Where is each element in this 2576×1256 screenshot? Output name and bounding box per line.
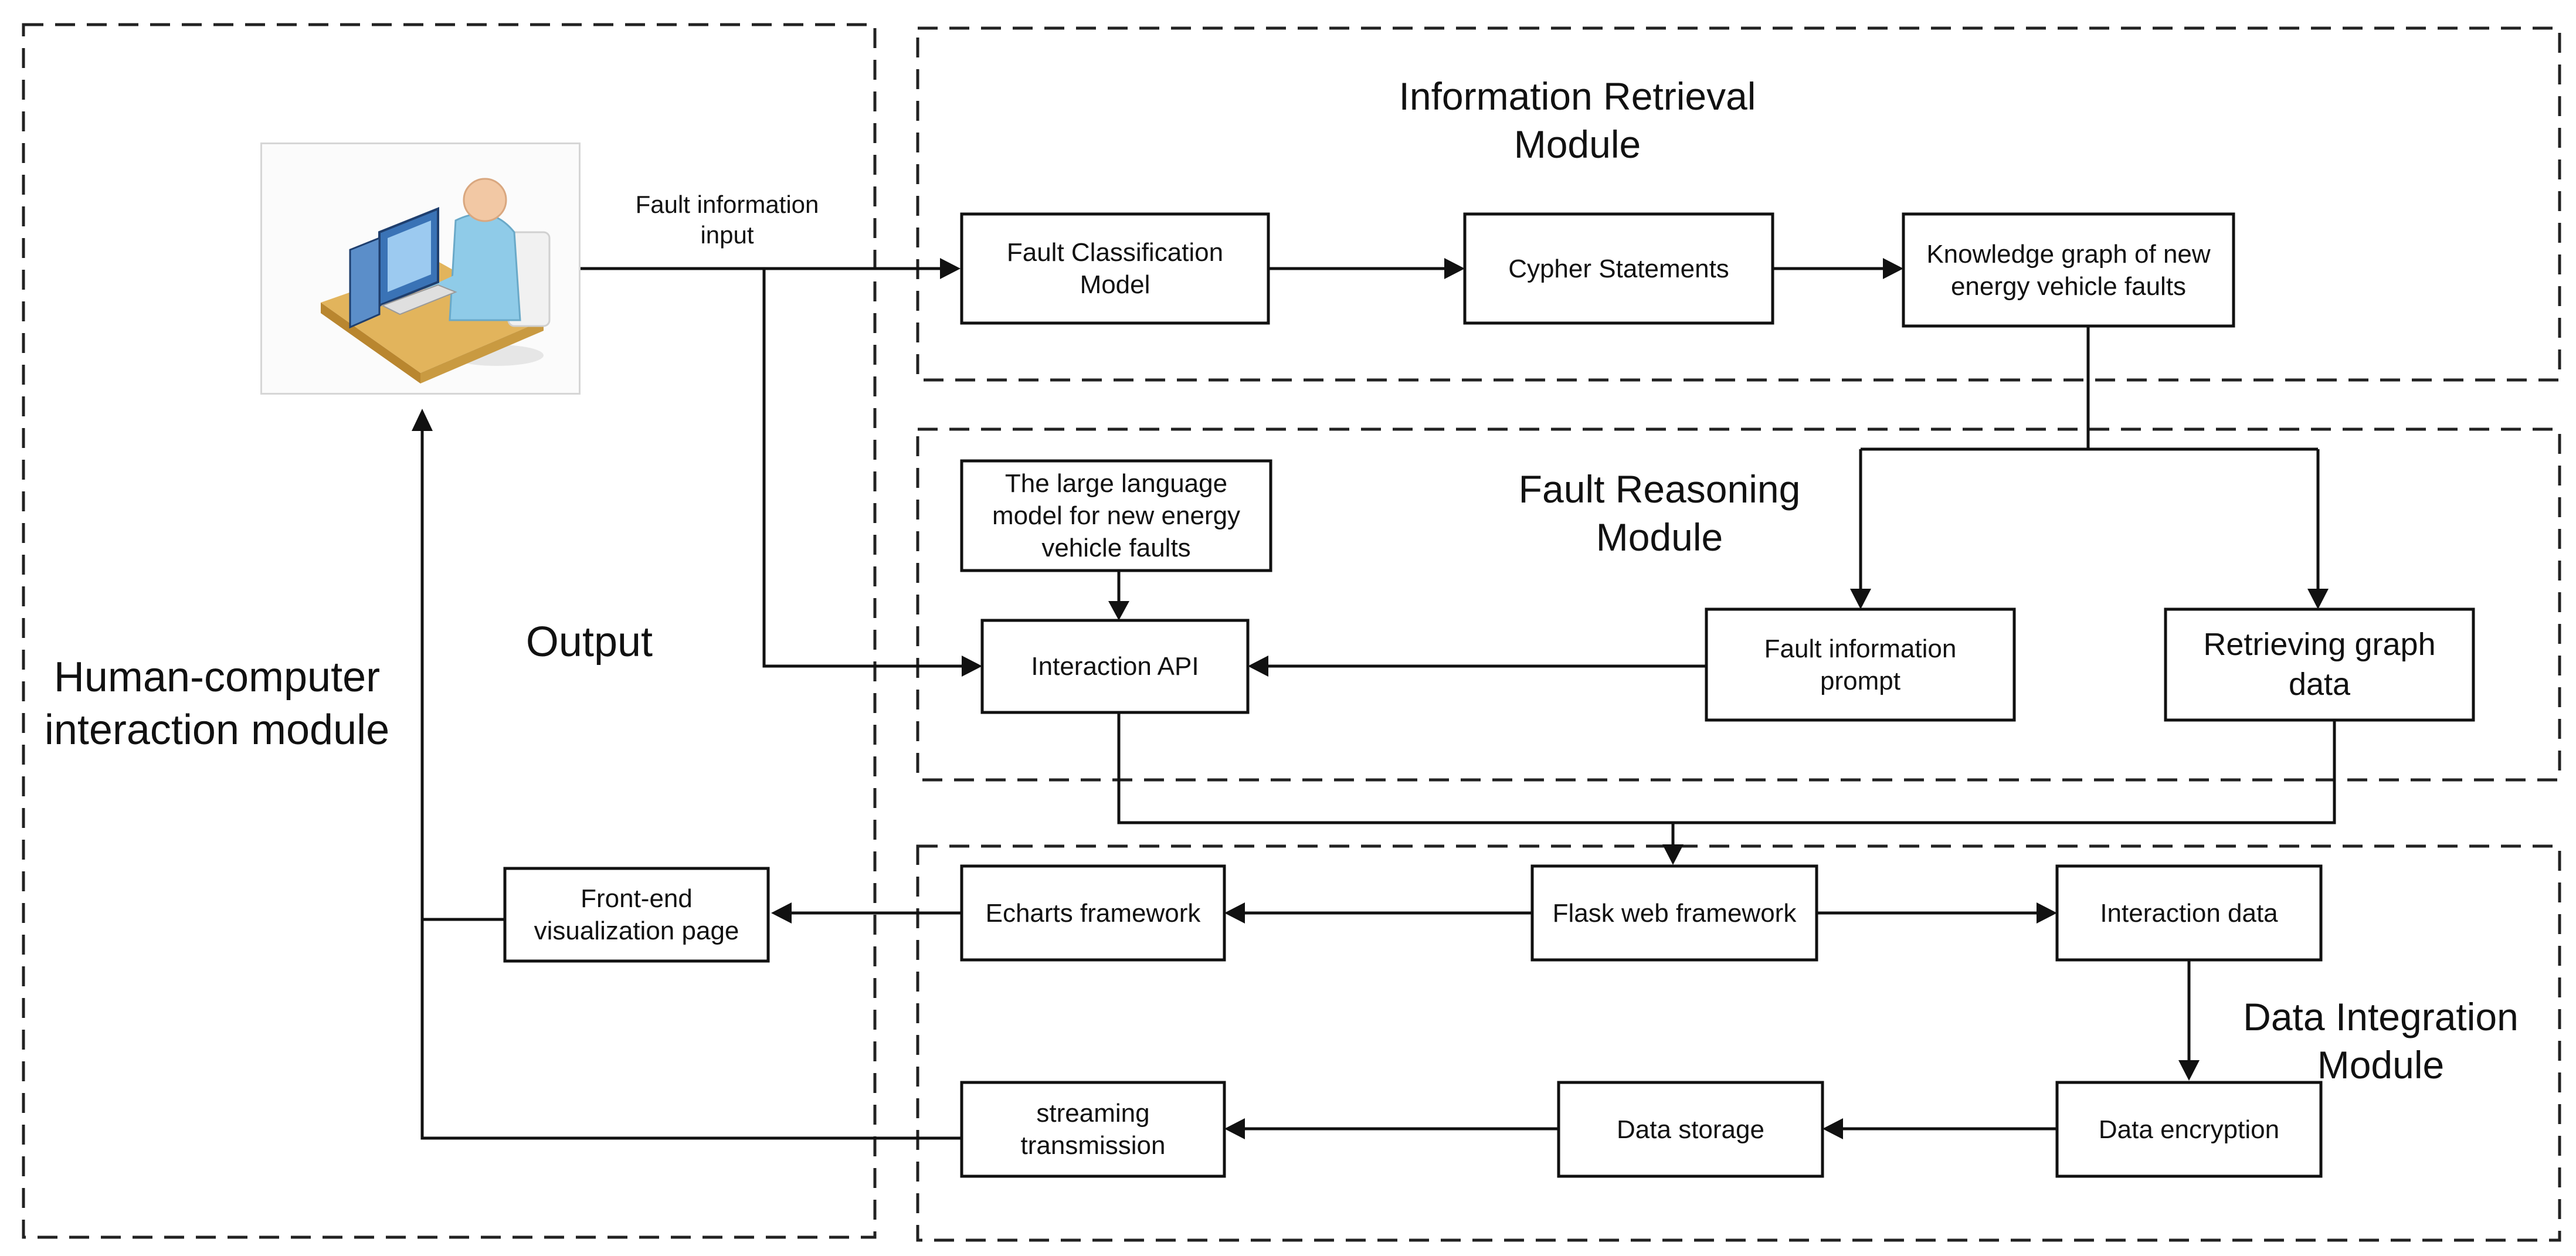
- region-fault-reasoning: [916, 427, 2561, 782]
- user-at-computer-icon: [321, 178, 551, 383]
- process-boxes: [503, 212, 2475, 1178]
- cypher-statements-box: Cypher Statements: [1508, 254, 1729, 283]
- user-photo-frame: [260, 142, 581, 395]
- large-language-model-box: The large language model for new energy …: [992, 469, 1241, 562]
- retrieving-graph-data-box: Retrieving graph data: [2203, 627, 2436, 702]
- connectors: [412, 258, 2336, 1140]
- output-label: Output: [525, 619, 653, 666]
- info-retrieval-title: Information Retrieval Module: [1399, 74, 1756, 167]
- fault-classification-model-box: Fault Classification Model: [1006, 238, 1224, 299]
- echarts-framework-box: Echarts framework: [985, 898, 1201, 928]
- interaction-data-box: Interaction data: [2100, 898, 2278, 928]
- front-end-visualization-box: Front-end visualization page: [534, 884, 739, 945]
- fault-information-prompt-box: Fault information prompt: [1764, 634, 1957, 695]
- fault-reasoning-title: Fault Reasoning Module: [1518, 467, 1801, 559]
- interaction-api-box: Interaction API: [1031, 652, 1199, 681]
- hci-module-title: Human-computer interaction module: [44, 654, 390, 753]
- region-data-integration: [916, 844, 2561, 1242]
- fault-information-input-label: Fault information input: [635, 190, 819, 249]
- data-storage-box: Data storage: [1617, 1115, 1764, 1144]
- region-info-retrieval: [916, 26, 2561, 382]
- knowledge-graph-box: Knowledge graph of new energy vehicle fa…: [1926, 239, 2211, 301]
- flask-web-framework-box: Flask web framework: [1552, 898, 1797, 928]
- streaming-transmission-box: streaming transmission: [1020, 1099, 1166, 1160]
- data-encryption-box: Data encryption: [2098, 1115, 2280, 1144]
- region-hci-module: [22, 23, 877, 1239]
- data-integration-title: Data Integration Module: [2243, 994, 2519, 1087]
